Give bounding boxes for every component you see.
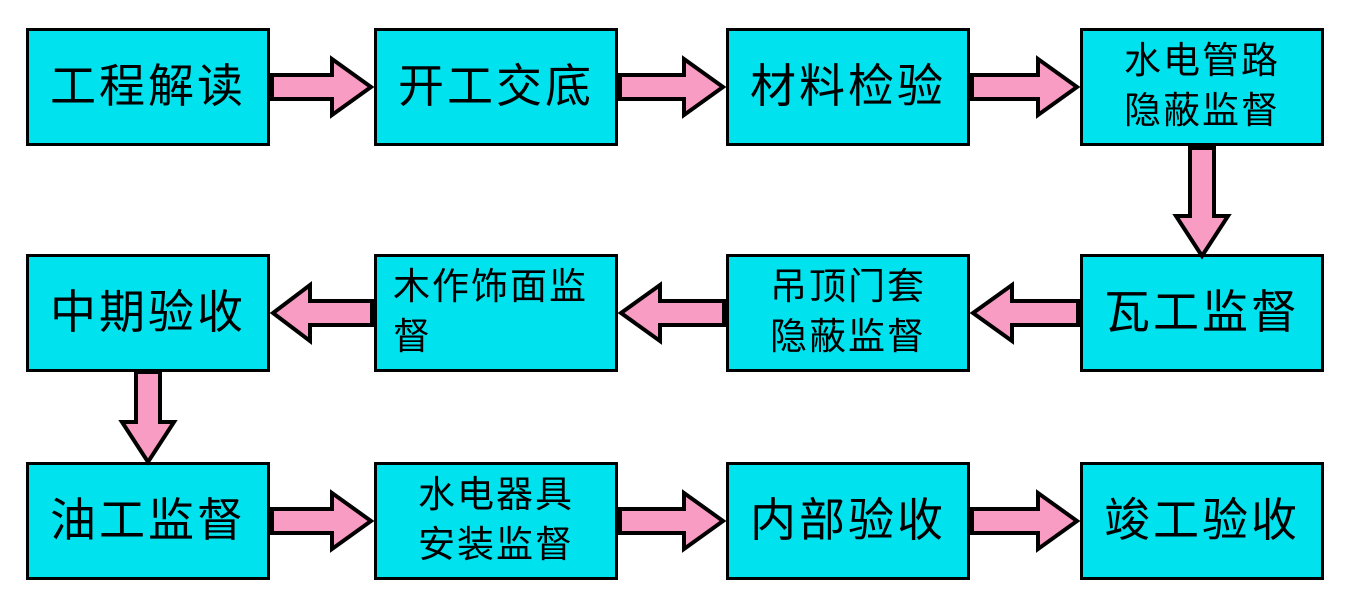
node-label-line-1: 木作饰面监: [393, 267, 588, 309]
node-label-line-2: 隐蔽监督: [770, 317, 926, 358]
flow-arrow-left-icon: [969, 281, 1080, 345]
flow-arrow-down-icon: [118, 370, 178, 466]
node-label: 油工监督: [50, 494, 246, 546]
flow-arrow-left-icon: [617, 281, 726, 345]
node-label-line-1: 水电器具: [418, 475, 574, 517]
node-label-line-1: 吊顶门套: [770, 267, 926, 309]
node-label-line-2: 督: [393, 317, 432, 358]
flow-arrow-right-icon: [970, 55, 1081, 119]
node-woodwork-finish-supervision: 木作饰面监 督: [374, 254, 618, 372]
node-label-line-2: 安装监督: [418, 525, 574, 566]
flow-arrow-right-icon: [270, 55, 375, 119]
node-label-line-2: 隐蔽监督: [1124, 91, 1280, 132]
node-fixture-installation-supervision: 水电器具 安装监督: [374, 462, 618, 580]
flow-arrow-left-icon: [269, 280, 374, 346]
node-midterm-acceptance: 中期验收: [26, 254, 270, 372]
node-label: 材料检验: [750, 60, 946, 112]
flow-arrow-right-icon: [618, 55, 727, 119]
node-label: 中期验收: [50, 286, 246, 338]
flow-arrow-right-icon: [270, 489, 375, 553]
node-masonry-supervision: 瓦工监督: [1080, 254, 1324, 372]
node-ceiling-doorframe-concealed-supervision: 吊顶门套 隐蔽监督: [726, 254, 970, 372]
node-final-acceptance: 竣工验收: [1080, 462, 1324, 580]
flow-arrow-down-icon: [1172, 146, 1232, 260]
node-label: 竣工验收: [1104, 494, 1300, 546]
node-label: 内部验收: [750, 494, 946, 546]
node-plumbing-electrical-concealed-supervision: 水电管路 隐蔽监督: [1080, 28, 1324, 146]
node-commencement-briefing: 开工交底: [374, 28, 618, 146]
node-material-inspection: 材料检验: [726, 28, 970, 146]
node-label: 开工交底: [398, 60, 594, 112]
node-label-line-1: 水电管路: [1124, 41, 1280, 83]
flow-arrow-right-icon: [970, 489, 1081, 553]
node-project-interpretation: 工程解读: [26, 28, 270, 146]
flow-arrow-right-icon: [618, 489, 727, 553]
node-label: 工程解读: [50, 60, 246, 112]
node-label: 瓦工监督: [1104, 286, 1300, 338]
node-internal-acceptance: 内部验收: [726, 462, 970, 580]
node-painting-supervision: 油工监督: [26, 462, 270, 580]
